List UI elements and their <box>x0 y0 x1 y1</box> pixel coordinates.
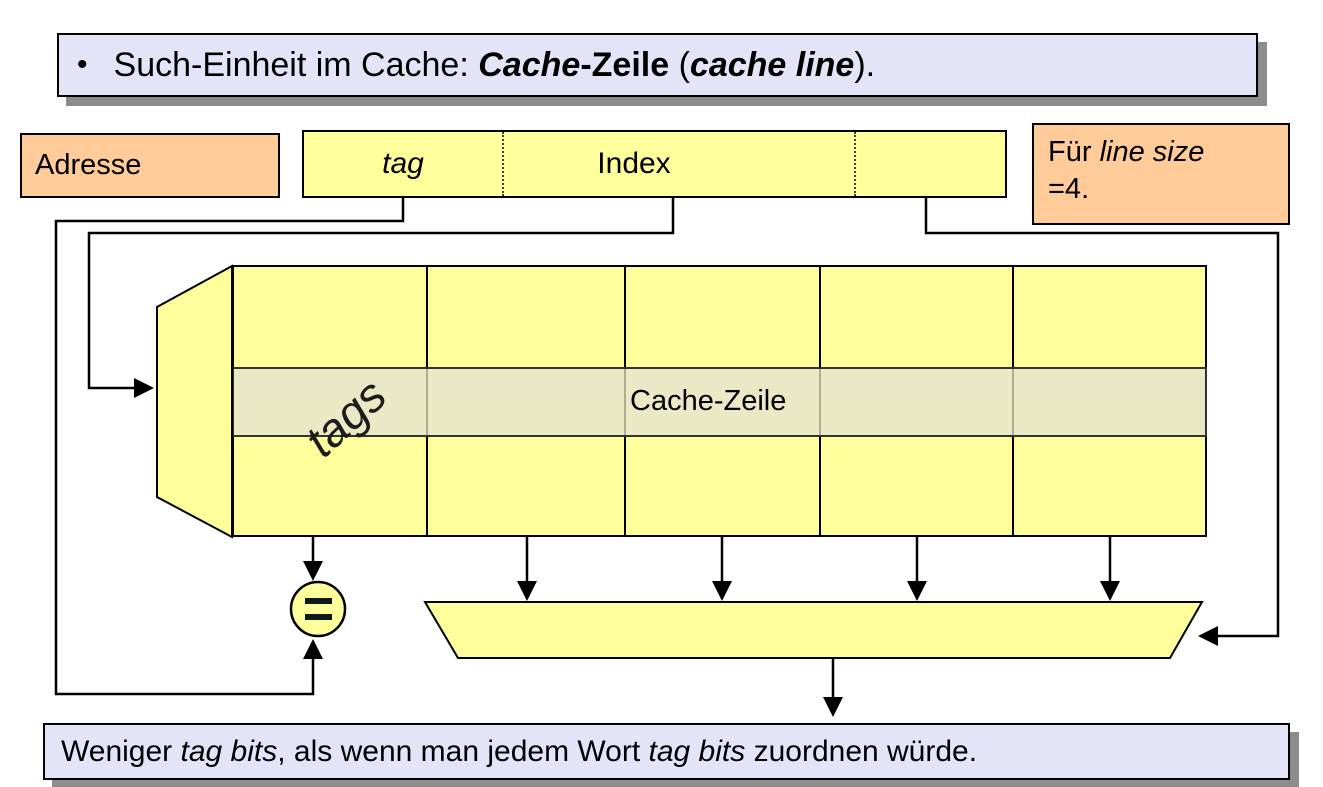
address-field-word-offset <box>856 132 1005 196</box>
mux-trapezoid <box>423 601 1204 659</box>
address-field-index: Index <box>504 132 856 196</box>
bottom-note: Weniger tag bits, als wenn man jedem Wor… <box>43 723 1290 780</box>
adresse-box: Adresse <box>20 133 280 198</box>
line-size-note-line1: Für line size <box>1048 136 1205 168</box>
comparator-circle <box>289 580 347 638</box>
adresse-label: Adresse <box>35 149 142 181</box>
address-field-tag: tag <box>304 132 504 196</box>
title-text: Such-Einheit im Cache: Cache-Zeile (cach… <box>113 45 876 84</box>
bullet-icon: • <box>77 48 88 81</box>
bottom-note-text: Weniger tag bits, als wenn man jedem Wor… <box>61 734 978 768</box>
tags-funnel-shape <box>156 264 233 539</box>
line-size-note-line2: =4. <box>1048 173 1090 205</box>
address-bar: tag Index <box>302 130 1007 198</box>
line-size-note: Für line size =4. <box>1032 123 1290 225</box>
title-box: • Such-Einheit im Cache: Cache-Zeile (ca… <box>57 33 1258 97</box>
equals-icon <box>305 598 332 620</box>
cache-line-label: Cache-Zeile <box>630 385 787 417</box>
